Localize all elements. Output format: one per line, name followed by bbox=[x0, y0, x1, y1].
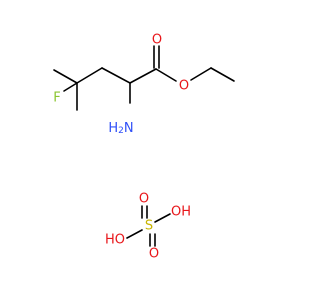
atom-n: H2N bbox=[108, 121, 133, 137]
bond-c4-methyl-up bbox=[53, 69, 78, 84]
molecule-main: O O F H2N bbox=[53, 33, 235, 137]
atom-o-carbonyl: O bbox=[152, 33, 162, 48]
bond-c1-c2 bbox=[129, 68, 157, 84]
atom-ho-left: HO bbox=[105, 233, 125, 248]
atom-oh-right: OH bbox=[171, 205, 191, 220]
atom-f: F bbox=[53, 91, 60, 106]
bond-s-ho-left bbox=[126, 229, 143, 239]
bond-o-ester-ch2 bbox=[190, 67, 212, 81]
bond-c4-f bbox=[63, 82, 78, 92]
atom-o-top: O bbox=[139, 192, 149, 207]
bond-c2-c3 bbox=[101, 67, 131, 84]
atom-s: S bbox=[145, 219, 153, 234]
bond-c3-c4 bbox=[76, 67, 103, 84]
atom-o-bottom: O bbox=[149, 247, 159, 262]
atom-o-ester: O bbox=[179, 79, 189, 94]
molecule-acid: S O O OH HO bbox=[105, 192, 191, 262]
bond-ch2-ch3 bbox=[210, 67, 235, 82]
bond-c1-o-ester bbox=[155, 68, 177, 82]
bond-s-oh-right bbox=[154, 213, 171, 223]
structure-canvas: O O F H2N S O O OH HO bbox=[53, 33, 235, 262]
